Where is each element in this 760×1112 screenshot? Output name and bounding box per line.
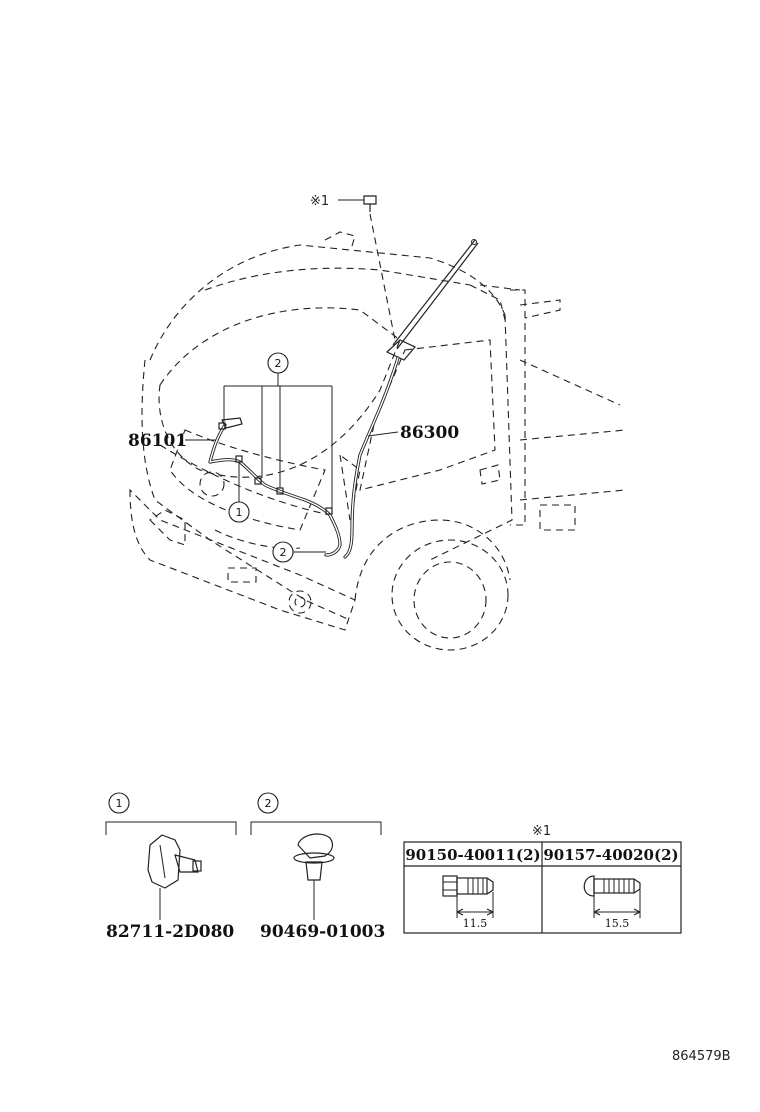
- note-mark-roof: ※1: [310, 194, 329, 209]
- bolt-1-drawing: 11.5: [442, 875, 494, 930]
- bolt-col-1-part: 90150-40011(2): [405, 846, 540, 864]
- callout-2-bottom: 2: [280, 546, 287, 559]
- bolt-2-dim: 15.5: [605, 917, 630, 930]
- callout-one-mid: 1: [228, 462, 250, 523]
- roof-bolt: [338, 195, 396, 341]
- drawing-number: 864579B: [672, 1049, 731, 1064]
- callout-two-top: 2: [223, 352, 333, 508]
- truck-outline: [129, 231, 626, 651]
- label-90469: 90469-01003: [260, 922, 385, 942]
- callout-2-top: 2: [275, 357, 282, 370]
- detail-2-marker: 2: [265, 797, 272, 810]
- callout-1-mid: 1: [236, 506, 243, 519]
- antenna-assembly: [343, 239, 479, 559]
- detail-clip: 1 82711-2D080: [105, 792, 237, 942]
- bolt-col-2-part: 90157-40020(2): [543, 846, 678, 864]
- label-82711: 82711-2D080: [106, 922, 234, 942]
- bolt-1-dim: 11.5: [463, 917, 488, 930]
- bolt-table-mark: ※1: [532, 824, 551, 839]
- bolt-table: ※1 90150-40011(2) 90157-40020(2) 11.5: [403, 824, 682, 934]
- label-86101: 86101: [128, 431, 187, 451]
- bolt-2-drawing: 15.5: [583, 875, 641, 930]
- detail-clamp: 2 90469-01003: [250, 792, 385, 942]
- detail-1-marker: 1: [116, 797, 123, 810]
- label-86300: 86300: [400, 423, 459, 443]
- callout-two-bottom: 2: [272, 541, 326, 563]
